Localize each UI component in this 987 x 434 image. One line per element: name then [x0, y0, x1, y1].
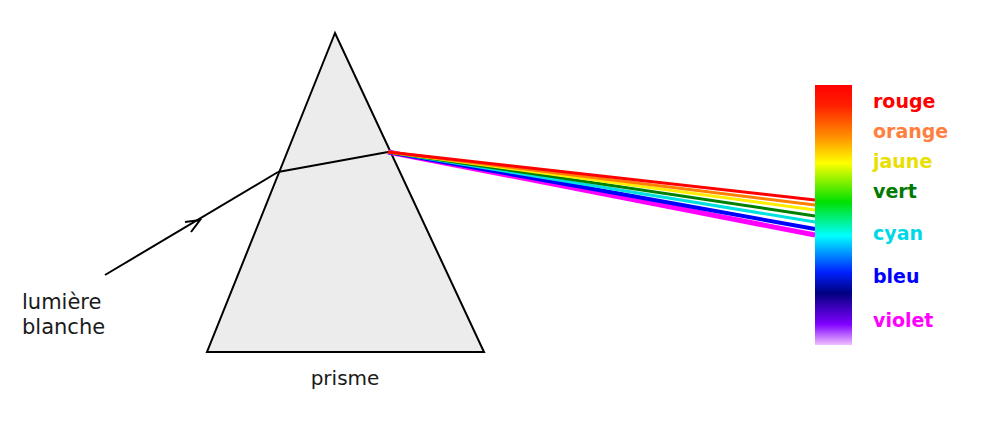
color-label: jaune [873, 150, 932, 173]
color-label: rouge [873, 90, 935, 113]
color-label: cyan [873, 222, 923, 245]
color-label: violet [873, 309, 933, 332]
prism-label: prisme [311, 366, 380, 390]
color-label: vert [873, 180, 917, 203]
orange-ray [388, 152, 815, 205]
dispersed-rays [388, 152, 815, 235]
red-ray [388, 152, 815, 200]
color-label: orange [873, 120, 948, 143]
cyan-ray [388, 152, 815, 222]
violet-ray [388, 152, 815, 235]
prism-shape [207, 33, 484, 352]
incident-ray [105, 172, 278, 275]
yellow-ray [388, 152, 815, 210]
ray-arrowhead [185, 220, 200, 232]
green-ray [388, 152, 815, 216]
spectrum-bar [815, 85, 852, 345]
blue-ray [388, 152, 815, 229]
color-label: bleu [873, 265, 920, 288]
refracted-ray [278, 152, 388, 172]
light-label: lumière blanche [22, 290, 142, 340]
